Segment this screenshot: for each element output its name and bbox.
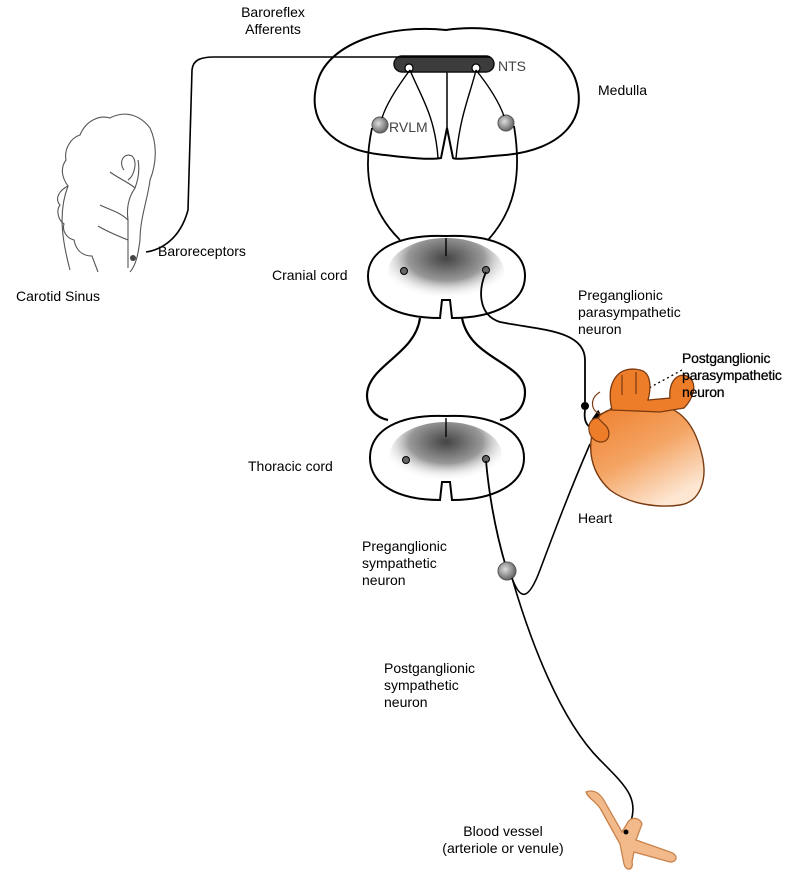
heart-body <box>591 404 704 506</box>
postganglionic-sympathetic-label: Postganglionic sympathetic neuron <box>384 660 475 711</box>
preganglionic-sympathetic-line2: sympathetic <box>362 555 447 572</box>
postganglionic-sympathetic-line3: neuron <box>384 694 475 711</box>
preganglionic-sympathetic-line3: neuron <box>362 572 447 589</box>
rvlm-label: RVLM <box>389 119 428 136</box>
rvlm-nucleus-left <box>372 117 388 133</box>
blood-vessel-label: Blood vessel (arteriole or venule) <box>428 823 578 857</box>
head-profile-illustration <box>58 114 156 272</box>
thoracic-cord-section <box>370 416 524 500</box>
blood-vessel-line2: (arteriole or venule) <box>428 840 578 857</box>
baroreflex-afferents-line2: Afferents <box>223 21 323 38</box>
postganglionic-sympathetic-line1: Postganglionic <box>384 660 475 677</box>
postganglionic-parasympathetic-line1: Postganglionic <box>682 350 782 367</box>
sympathetic-ganglion <box>498 562 516 580</box>
carotid-sinus-label: Carotid Sinus <box>16 288 100 305</box>
postganglionic-parasympathetic-line2: parasympathetic <box>682 367 782 384</box>
baroreceptors-label: Baroreceptors <box>158 243 246 260</box>
baroreflex-afferents-line1: Baroreflex <box>223 4 323 21</box>
postganglionic-sympathetic-to-vessel <box>512 578 633 830</box>
preganglionic-parasympathetic-line2: parasympathetic <box>578 304 681 321</box>
vessel-nerve-ending <box>624 830 629 835</box>
preganglionic-parasympathetic-line1: Preganglionic <box>578 287 681 304</box>
preganglionic-parasympathetic-label: Preganglionic parasympathetic neuron <box>578 287 681 338</box>
ear-outline <box>122 155 135 180</box>
preganglionic-sympathetic-line1: Preganglionic <box>362 538 447 555</box>
postganglionic-sympathetic-line2: sympathetic <box>384 677 475 694</box>
cranial-neuron-left <box>401 268 408 275</box>
cranial-to-thoracic-right <box>462 318 525 420</box>
blood-vessel-shape <box>586 791 676 869</box>
medulla-label: Medulla <box>598 82 647 99</box>
face-profile <box>58 186 98 272</box>
nts-label: NTS <box>498 58 526 75</box>
parasympathetic-ganglion <box>581 402 589 410</box>
rvlm-nucleus-right <box>498 115 514 131</box>
preganglionic-parasympathetic-line3: neuron <box>578 321 681 338</box>
blood-vessel-illustration <box>586 791 676 869</box>
preganglionic-sympathetic-label: Preganglionic sympathetic neuron <box>362 538 447 589</box>
heart-label: Heart <box>578 510 612 527</box>
baroreflex-afferents-label: Baroreflex Afferents <box>223 4 323 38</box>
head-outline <box>62 114 155 272</box>
postganglionic-parasympathetic-line3: neuron <box>682 384 782 401</box>
postganglionic-parasympathetic-label: Postganglionic parasympathetic neuron <box>682 350 782 401</box>
medulla-section <box>315 28 579 159</box>
carotid-sinus-receptor <box>130 255 136 261</box>
cranial-cord-label: Cranial cord <box>272 267 347 284</box>
blood-vessel-line1: Blood vessel <box>428 823 578 840</box>
thoracic-neuron-left <box>403 457 410 464</box>
thoracic-cord-label: Thoracic cord <box>248 458 333 475</box>
cranial-to-thoracic-left <box>367 318 420 420</box>
carotid-artery-branches <box>98 160 139 268</box>
